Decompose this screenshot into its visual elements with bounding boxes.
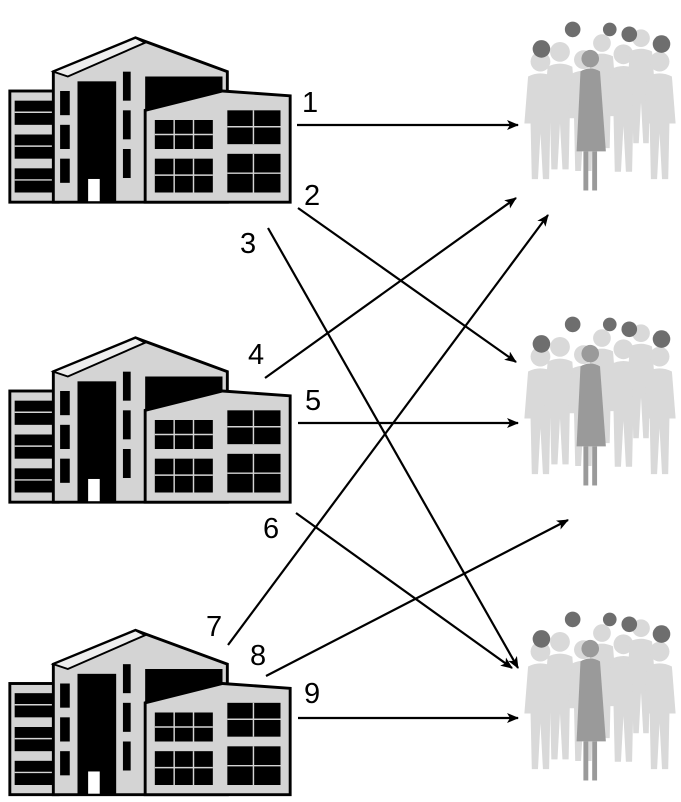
edge-label-9: 9 [304,678,320,710]
edge-label-8: 8 [250,640,266,672]
edge-arrow [264,197,517,379]
people-crowd-icon [524,612,675,781]
edge-label-3: 3 [240,228,256,260]
edge-label-5: 5 [305,385,321,417]
people-crowd-icon [524,22,675,191]
edge-arrow [295,512,513,669]
edge-arrow [267,227,519,669]
edge-arrow [265,519,569,677]
factory-building-1 [8,36,292,204]
crowd-1 [524,22,675,191]
edge-arrow [297,207,517,363]
edge-label-6: 6 [263,513,279,545]
factory-building-icon [8,36,292,204]
crowd-2 [524,317,675,486]
edge-label-2: 2 [304,180,320,212]
edge-label-4: 4 [248,339,264,371]
edge-arrow [227,214,549,646]
factory-building-3 [8,628,292,797]
edge-label-7: 7 [206,611,222,643]
edge-labels: 1 2 3 4 5 6 7 8 9 [206,87,321,710]
edge-label-1: 1 [302,87,318,119]
arrows [227,120,569,723]
factory-building-icon [8,628,292,797]
crowd-3 [524,612,675,781]
people-crowd-icon [524,317,675,486]
